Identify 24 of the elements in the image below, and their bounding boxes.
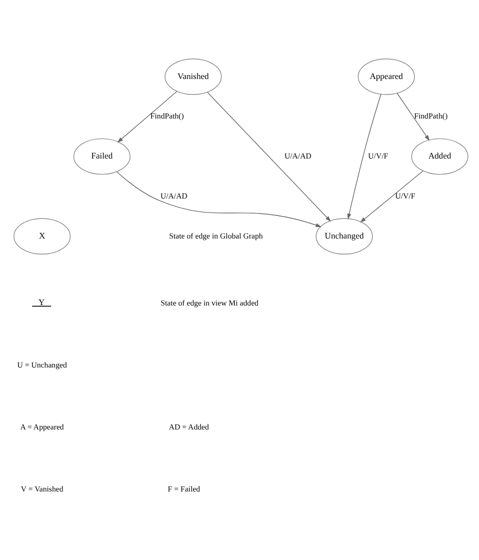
edge-label: U/V/F [368,150,388,160]
label: V = Vanished [20,484,64,493]
node-ellipse: X [14,218,71,254]
legend-label: State of edge in view Mi added [160,298,258,307]
edge-label: U/V/F [395,190,416,200]
edge-label: FindPath() [150,111,184,120]
label: A = Appeared [20,422,64,431]
arrow [396,92,430,140]
edge-label: FindPath() [414,111,448,120]
node-ellipse: Added [411,138,468,174]
label: Y [38,296,45,306]
arrow [347,93,382,219]
label: U = Unchanged [17,360,67,369]
edge-label: U/A/AD [160,190,188,200]
arrow [117,90,178,142]
arrow [207,91,331,222]
arrow [116,170,322,227]
node-ellipse: Appeared [358,58,415,94]
arrow [360,170,424,222]
label: AD = Added [168,422,209,431]
edge-label: U/A/AD [284,150,312,160]
node-ellipse: Vanished [164,58,222,94]
legend-label: State of edge in Global Graph [169,230,263,240]
label: F = Failed [168,484,200,493]
